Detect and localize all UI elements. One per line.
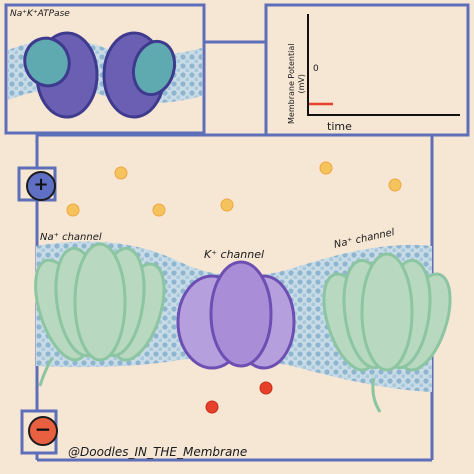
atpase-inset xyxy=(4,3,206,135)
na-ions xyxy=(66,161,402,217)
negative-terminal-sign: − xyxy=(34,417,52,441)
na-ion xyxy=(114,166,128,180)
k-channel-label: K⁺ channel xyxy=(204,248,265,261)
potential-graph xyxy=(264,3,470,137)
atpase-inset-title: Na⁺K⁺ATPase xyxy=(10,9,70,19)
artist-signature: @Doodles_IN_THE_Membrane xyxy=(68,445,248,459)
positive-terminal-icon xyxy=(26,171,56,201)
graph-y-axis-label-line2: (mV) xyxy=(297,74,306,94)
na-channel-right xyxy=(322,252,452,413)
graph-y-tick-zero: 0 xyxy=(313,64,319,74)
graph-axes xyxy=(307,14,460,116)
k-ions xyxy=(205,381,273,414)
graph-x-axis-label: time xyxy=(327,120,352,133)
na-ion xyxy=(319,161,333,175)
graph-y-axis-label-line1: Membrane Potential xyxy=(287,43,296,124)
atpase-pump xyxy=(23,31,177,119)
na-channel-left xyxy=(34,242,166,387)
k-ion xyxy=(205,400,219,414)
graph-y-axis-label: Membrane Potential (mV) xyxy=(287,44,307,124)
positive-terminal-sign: + xyxy=(33,174,49,195)
k-ion xyxy=(259,381,273,395)
k-channel xyxy=(176,260,296,370)
negative-terminal-icon xyxy=(28,416,58,446)
na-channel-left-label: Na⁺ channel xyxy=(40,232,102,243)
na-ion xyxy=(388,178,402,192)
na-ion xyxy=(66,203,80,217)
na-ion xyxy=(152,203,166,217)
na-ion xyxy=(220,198,234,212)
